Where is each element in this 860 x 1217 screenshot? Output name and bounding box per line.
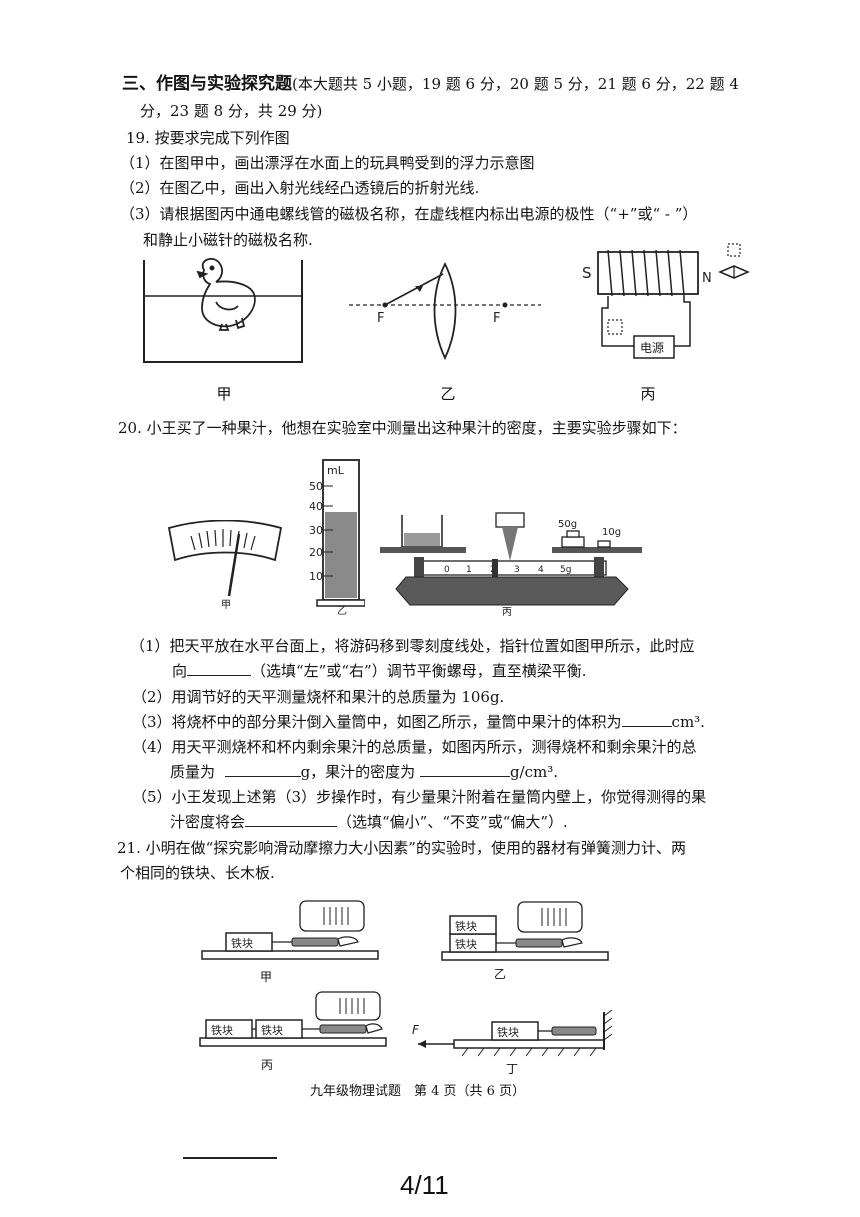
bing-block-2-label: 铁块	[261, 1024, 283, 1037]
spring-scale-icon	[319, 1024, 367, 1034]
juice-liquid	[325, 512, 357, 598]
cylinder-unit: mL	[327, 464, 345, 477]
footer-scribble	[183, 1157, 277, 1159]
solenoid-figure: S N 电源	[582, 243, 750, 359]
q19-fig-yi-label: 乙	[440, 385, 456, 403]
weight-50g-label: 50g	[558, 519, 577, 530]
q20-part5a: （5）小王发现上述第（3）步操作时，有少量果汁附着在量筒内壁上，你觉得测得的果	[132, 788, 707, 806]
q20-answer-mass[interactable]	[224, 762, 301, 777]
cylinder-tick-30: 30	[309, 524, 323, 537]
q20-part3-pre: （3）将烧杯中的部分果汁倒入量筒中，如图乙所示，量筒中果汁的体积为	[132, 713, 622, 731]
q20-part5b-post: （选填“偏小”、“不变”或“偏大”）.	[337, 813, 568, 831]
q20-stem: 20. 小王买了一种果汁，他想在实验室中测量出这种果汁的密度，主要实验步骤如下：	[118, 419, 687, 437]
section-header: 三、作图与实验探究题(本大题共 5 小题，19 题 6 分，20 题 5 分，2…	[122, 74, 739, 94]
ruler-tick-5g: 5g	[560, 565, 571, 575]
incident-ray	[384, 273, 444, 306]
q20-part4b-pre: 质量为	[170, 763, 216, 781]
q20-answer-bias[interactable]	[245, 812, 338, 827]
q20-part1b-post: （选填“左”或“右”）调节平衡螺母，直至横梁平衡.	[251, 662, 587, 680]
q20-part2: （2）用调节好的天平测量烧杯和果汁的总质量为 106g.	[132, 688, 505, 706]
rider-slider	[492, 559, 498, 577]
q21-fig-jia-label: 甲	[259, 970, 272, 984]
bing-block-1-label: 铁块	[211, 1024, 233, 1037]
q20-fig-bing-label: 丙	[502, 607, 512, 617]
power-label: 电源	[640, 341, 664, 355]
ruler-tick-4: 4	[538, 565, 544, 575]
balance-pointer	[227, 533, 241, 597]
force-f-label: F	[412, 1023, 420, 1037]
compass-needle-icon	[718, 265, 750, 279]
yi-block-bottom-label: 铁块	[455, 938, 477, 951]
q19-stem: 19. 按要求完成下列作图	[126, 129, 290, 147]
friction-setup-yi: 铁块 铁块	[441, 901, 609, 961]
cylinder-tick-50: 50	[309, 480, 323, 493]
balance-dial-figure: 甲	[167, 520, 283, 610]
page-count: 4/11	[400, 1170, 449, 1200]
hand-icon	[337, 936, 359, 947]
convex-lens-figure: F F	[349, 262, 541, 361]
section-title: 三、作图与实验探究题	[122, 74, 292, 94]
q20-part3: （3）将烧杯中的部分果汁倒入量筒中，如图乙所示，量筒中果汁的体积为 cm³.	[132, 712, 705, 732]
ruler-tick-1: 1	[466, 565, 472, 575]
q20-answer-density[interactable]	[419, 762, 510, 777]
q19-fig-bing-label: 丙	[640, 385, 656, 403]
q21-fig-yi-label: 乙	[493, 967, 506, 981]
balance-scale-figure: 50g 10g 0 1 2 3 4 5g 丙	[380, 512, 642, 617]
jia-block-label: 铁块	[231, 937, 253, 950]
friction-setup-bing: 铁块 铁块	[199, 991, 387, 1047]
ding-board	[453, 1039, 605, 1049]
yi-block-top-label: 铁块	[455, 920, 477, 933]
q20-fig-yi-label: 乙	[337, 605, 347, 616]
section-note-2: 分，23 题 8 分，共 29 分)	[140, 102, 323, 120]
cylinder-tick-10: 10	[309, 570, 323, 583]
ruler-tick-3: 3	[514, 565, 520, 575]
q20-part5b-pre: 汁密度将会	[170, 813, 246, 831]
q19-part3a: （3）请根据图丙中通电螺线管的磁极名称，在虚线框内标出电源的极性（“+”或“ -…	[120, 205, 698, 223]
q20-part3-unit: cm³.	[671, 713, 705, 731]
solenoid-n-label: N	[702, 271, 712, 286]
q21-line2: 个相同的铁块、长木板.	[120, 864, 275, 882]
q20-answer-direction[interactable]	[187, 661, 252, 676]
hand-icon	[365, 1023, 383, 1034]
focus-left-label: F	[377, 311, 384, 326]
q19-part3b: 和静止小磁针的磁极名称.	[143, 231, 313, 249]
focus-right-label: F	[493, 311, 500, 326]
measuring-cylinder-figure: mL 50 40 30 20 10 乙	[309, 459, 365, 616]
lens-icon	[433, 262, 457, 361]
cylinder-tick-40: 40	[309, 500, 323, 513]
ruler-tick-0: 0	[444, 565, 450, 575]
q20-part1b-pre: 向	[172, 662, 188, 680]
spring-scale-icon	[515, 938, 563, 948]
q20-part5b: 汁密度将会 （选填“偏小”、“不变”或“偏大”）.	[170, 812, 568, 832]
duck-figure	[143, 258, 303, 363]
section-note-1: (本大题共 5 小题，19 题 6 分，20 题 5 分，21 题 6 分，22…	[292, 75, 739, 93]
weight-10g-label: 10g	[602, 527, 621, 538]
q19-part2: （2）在图乙中，画出入射光线经凸透镜后的折射光线.	[120, 179, 480, 197]
q20-part1b: 向 （选填“左”或“右”）调节平衡螺母，直至横梁平衡.	[172, 661, 586, 681]
page-footer: 九年级物理试题 第 4 页（共 6 页）	[310, 1084, 526, 1099]
q20-answer-volume[interactable]	[621, 712, 672, 727]
q19-fig-jia-label: 甲	[216, 385, 232, 403]
q20-fig-jia-label: 甲	[221, 600, 231, 610]
friction-setup-ding: F 铁块	[412, 1010, 613, 1057]
q20-part4b-mid: g，果汁的密度为	[300, 763, 416, 781]
q20-part1a: （1）把天平放在水平台面上，将游码移到零刻度线处，指针位置如图甲所示，此时应	[130, 637, 695, 655]
q21-fig-ding-label: 丁	[505, 1062, 518, 1076]
ding-block-label: 铁块	[497, 1026, 519, 1039]
spring-scale-icon	[291, 937, 339, 947]
q21-line1: 21. 小明在做“探究影响滑动摩擦力大小因素”的实验时，使用的器材有弹簧测力计、…	[117, 839, 686, 857]
spring-scale-icon	[551, 1026, 597, 1036]
hand-icon	[561, 937, 583, 948]
q20-part4a: （4）用天平测烧杯和杯内剩余果汁的总质量，如图丙所示，测得烧杯和剩余果汁的总	[132, 738, 697, 756]
solenoid-s-label: S	[582, 264, 592, 282]
q21-fig-bing-label: 丙	[260, 1058, 273, 1072]
q19-part1: （1）在图甲中，画出漂浮在水面上的玩具鸭受到的浮力示意图	[120, 154, 535, 172]
q20-part4b: 质量为 g，果汁的密度为 g/cm³.	[170, 762, 558, 782]
q20-part4b-unit: g/cm³.	[509, 763, 559, 781]
cylinder-tick-20: 20	[309, 546, 323, 559]
coil-icon	[607, 249, 685, 297]
toy-duck-icon	[196, 258, 256, 331]
friction-setup-jia: 铁块	[201, 900, 379, 960]
